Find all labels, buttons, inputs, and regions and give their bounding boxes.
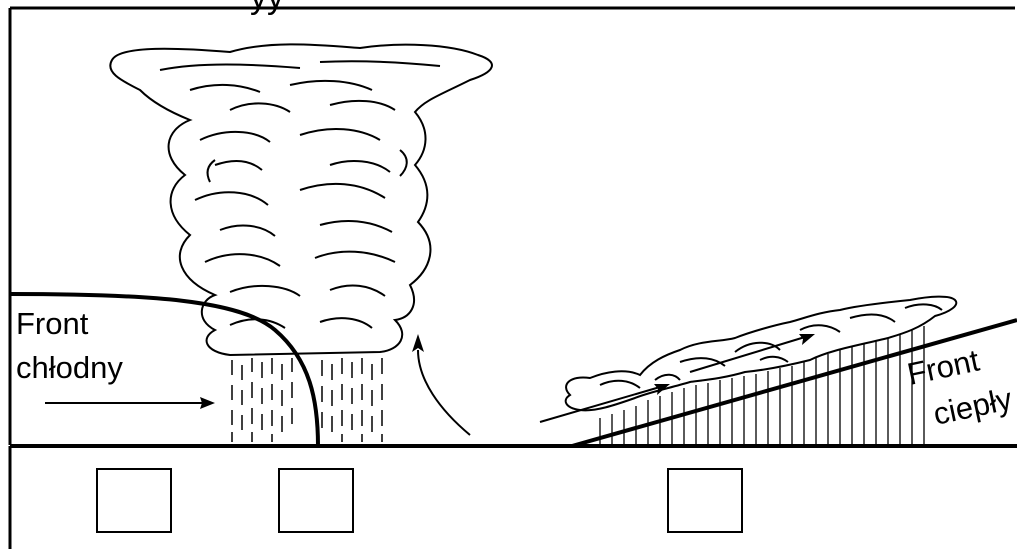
cold-air-arrow — [45, 397, 215, 409]
cumulonimbus-cloud — [110, 44, 492, 355]
answer-box-2[interactable] — [279, 469, 353, 532]
cold-front-label-line2: chłodny — [16, 350, 123, 385]
answer-box-1[interactable] — [97, 469, 171, 532]
answer-box-3[interactable] — [668, 469, 742, 532]
rising-air-arrow — [412, 334, 470, 435]
cold-front-label-line1: Front — [16, 306, 89, 341]
warm-front-label-line2: ciepły — [930, 381, 1015, 432]
warm-air-arrow-lower — [540, 384, 670, 422]
warm-air-arrow-upper — [690, 334, 815, 372]
